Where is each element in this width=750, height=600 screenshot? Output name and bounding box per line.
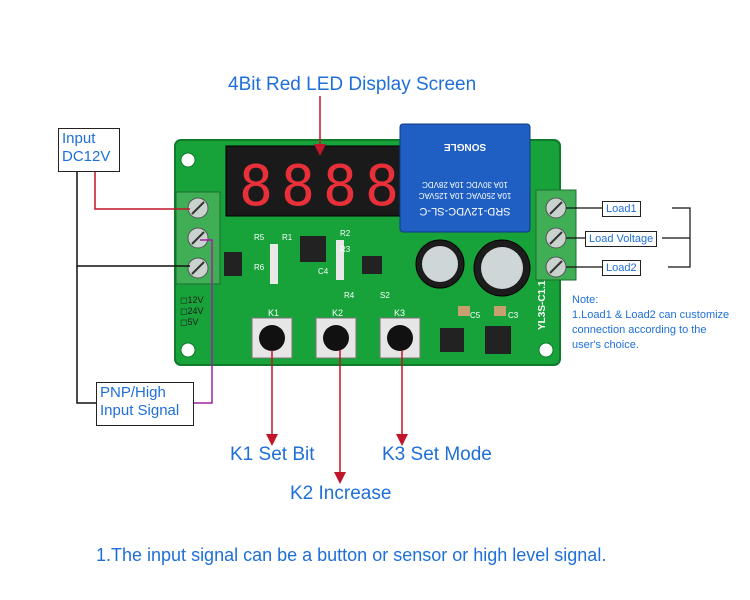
k1-caption: K1 Set Bit — [230, 444, 315, 465]
signal-label-line2: Input Signal — [100, 402, 180, 419]
note-block: Note: 1.Load1 & Load2 can customize conn… — [572, 293, 732, 353]
silk-board-id: YL3S-C1.1 — [537, 280, 548, 330]
relay-rating-2: 10A 30VDC 10A 28VDC — [422, 180, 508, 189]
pushbutton-k3: K3 — [379, 308, 421, 359]
input-label-line1: Input — [62, 130, 96, 147]
svg-text:K3: K3 — [394, 308, 405, 318]
relay: SRD-12VDC-SL-C 10A 250VAC 10A 125VAC 10A… — [399, 123, 531, 233]
signal-label: PNP/High Input Signal — [96, 382, 194, 426]
relay-rating-1: 10A 250VAC 10A 125VAC — [418, 191, 511, 200]
footer-text: 1.The input signal can be a button or se… — [96, 545, 607, 565]
silk-r6: R6 — [254, 263, 265, 272]
silk-r2: R2 — [340, 229, 351, 238]
led-digit-4: 8 — [365, 154, 399, 219]
pushbutton-k2: K2 — [315, 308, 357, 359]
led-display — [225, 145, 407, 217]
silk-r4: R4 — [344, 291, 355, 300]
silk-jumper-5v: ◻5V — [180, 317, 198, 327]
load2-label: Load2 — [602, 260, 641, 276]
input-label-line2: DC12V — [62, 148, 111, 165]
k3-caption: K3 Set Mode — [382, 444, 492, 465]
relay-brand: SONGLE — [444, 141, 487, 152]
silk-r3: R3 — [340, 245, 351, 254]
led-digits: 8 8 8 8 — [239, 154, 399, 219]
silk-jumper-24v: ◻24V — [180, 306, 203, 316]
input-dc12v-label: Input DC12V — [58, 128, 120, 172]
svg-text:K2: K2 — [332, 308, 343, 318]
led-digit-3: 8 — [323, 154, 357, 219]
left-terminal-block — [175, 191, 221, 285]
capacitors — [415, 239, 531, 297]
silk-jumper-12v: ◻12V — [180, 295, 203, 305]
k2-caption: K2 Increase — [290, 483, 392, 504]
callout-signal — [76, 239, 213, 404]
silk-s2: S2 — [380, 291, 390, 300]
silk-r1: R1 — [282, 233, 293, 242]
display-title: 4Bit Red LED Display Screen — [228, 74, 477, 95]
right-terminal-block — [535, 189, 577, 281]
relay-model-text: SRD-12VDC-SL-C — [419, 205, 510, 217]
led-digit-1: 8 — [239, 154, 273, 219]
led-digit-2: 8 — [281, 154, 315, 219]
note-body: 1.Load1 & Load2 can customize connection… — [572, 309, 730, 351]
svg-text:K1: K1 — [268, 308, 279, 318]
callout-loads — [566, 207, 691, 268]
signal-label-line1: PNP/High — [100, 384, 166, 401]
silk-c3: C3 — [508, 311, 519, 320]
note-title: Note: — [572, 294, 599, 306]
small-components — [224, 236, 511, 354]
load1-label: Load1 — [602, 201, 641, 217]
silk-labels: R5 R1 R2 R3 R4 R6 C4 S2 C5 C3 ◻12V ◻24V … — [180, 229, 548, 330]
silk-r5: R5 — [254, 233, 265, 242]
load-voltage-label: Load Voltage — [585, 231, 658, 247]
silk-c4: C4 — [318, 267, 329, 276]
silk-c5: C5 — [470, 311, 481, 320]
